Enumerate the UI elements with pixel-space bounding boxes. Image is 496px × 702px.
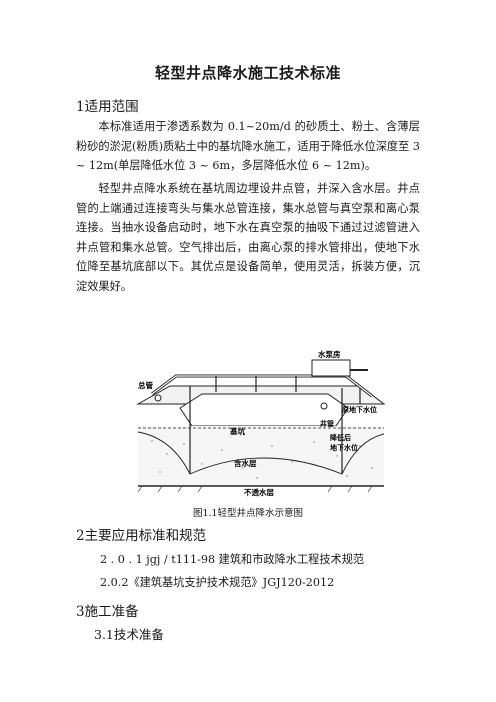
standard-ref-1: 2 . 0 . 1 jgj / t111-98 建筑和市政降水工程技术规范: [100, 553, 365, 566]
label-original-water-level: 原地下水位: [342, 405, 377, 414]
dewatering-diagram: 水泵房 总管 原地下水位 井管 基坑 降低后 地下水位 含水层 不透水层: [136, 349, 386, 497]
standard-ref-2: 2.0.2《建筑基坑支护技术规范》JGJ120-2012: [100, 576, 335, 589]
label-well-pipe: 井管: [320, 419, 334, 428]
label-impermeable-layer: 不透水层: [244, 487, 274, 497]
section-heading-preparation: 3施工准备: [76, 604, 139, 620]
scope-paragraph: 本标准适用于渗透系数为 0.1~20m/d 的砂质土、粉土、含薄层粉砂的淤泥(粉…: [76, 120, 420, 172]
label-main-pipe: 总管: [138, 380, 153, 390]
section-heading-standards: 2主要应用标准和规范: [76, 528, 207, 544]
document-title: 轻型井点降水施工技术标准: [154, 64, 341, 82]
subsection-technical-prep: 3.1技术准备: [94, 627, 164, 642]
label-lowered-level-2: 地下水位: [330, 443, 358, 452]
principle-paragraph: 轻型井点降水系统在基坑周边埋设井点管，并深入含水层。井点管的上端通过连接弯头与集…: [76, 182, 420, 293]
section-heading-scope: 1适用范围: [76, 99, 139, 115]
label-pump-house: 水泵房: [318, 349, 341, 359]
figure-caption: 图1.1轻型井点降水示意图: [192, 508, 304, 519]
soil-dots: [151, 440, 373, 479]
label-pit: 基坑: [229, 426, 245, 436]
label-lowered-level-1: 降低后: [330, 433, 351, 442]
label-aquifer: 含水层: [234, 458, 257, 468]
